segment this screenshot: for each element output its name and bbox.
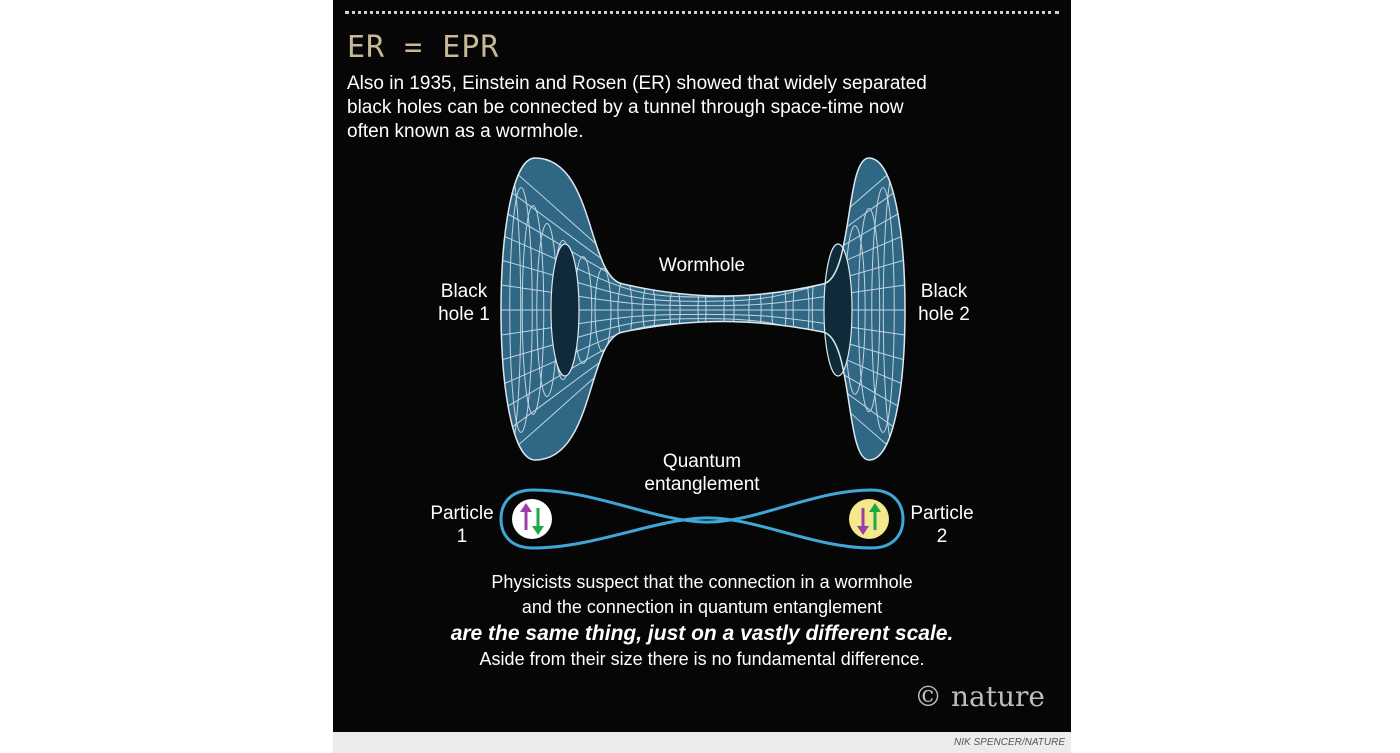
particle-2	[849, 499, 889, 539]
nature-logo: © nature	[914, 680, 1045, 713]
label-line: Black	[440, 281, 488, 302]
label-line: Particle	[910, 503, 974, 524]
label-line: 2	[936, 526, 948, 547]
label-line: hole 1	[438, 304, 490, 325]
entanglement-loop	[499, 488, 905, 550]
label-line: 1	[456, 526, 468, 547]
conclusion-line: and the connection in quantum entangleme…	[521, 597, 883, 617]
black-hole-1-label: Black hole 1	[419, 280, 509, 326]
black-hole-2-label: Black hole 2	[899, 280, 989, 326]
label-line: hole 2	[918, 304, 970, 325]
entanglement-label: Quantum entanglement	[627, 450, 777, 496]
conclusion-line: Physicists suspect that the connection i…	[491, 572, 913, 592]
wormhole-label: Wormhole	[658, 255, 746, 276]
intro-line: black holes can be connected by a tunnel…	[347, 97, 904, 118]
intro-line: often known as a wormhole.	[347, 121, 584, 142]
credit-bar: NIK SPENCER/NATURE	[333, 732, 1071, 753]
wormhole-mouth-left	[550, 243, 580, 377]
wormhole-surface	[500, 157, 906, 461]
label-line: Particle	[430, 503, 494, 524]
intro-line: Also in 1935, Einstein and Rosen (ER) sh…	[347, 73, 927, 94]
particle-2-label: Particle 2	[897, 502, 987, 548]
spin-down-up-icon	[857, 503, 881, 535]
label-line: entanglement	[644, 474, 760, 495]
conclusion-emphasis: are the same thing, just on a vastly dif…	[450, 622, 954, 645]
label-line: Quantum	[662, 451, 742, 472]
infographic-panel: ER = EPR Also in 1935, Einstein and Rose…	[333, 0, 1071, 732]
conclusion-line: Aside from their size there is no fundam…	[479, 649, 925, 669]
particle-1	[512, 499, 552, 539]
wormhole-illustration	[499, 157, 906, 550]
dotted-divider	[345, 11, 1059, 14]
particle-1-label: Particle 1	[417, 502, 507, 548]
intro-text: Also in 1935, Einstein and Rosen (ER) sh…	[347, 72, 977, 144]
page-title: ER = EPR	[347, 30, 500, 65]
spin-up-down-icon	[520, 503, 544, 535]
image-credit: NIK SPENCER/NATURE	[954, 737, 1065, 748]
wormhole-mouth-right	[823, 243, 853, 377]
label-line: Black	[920, 281, 968, 302]
conclusion-text: Physicists suspect that the connection i…	[333, 570, 1071, 672]
